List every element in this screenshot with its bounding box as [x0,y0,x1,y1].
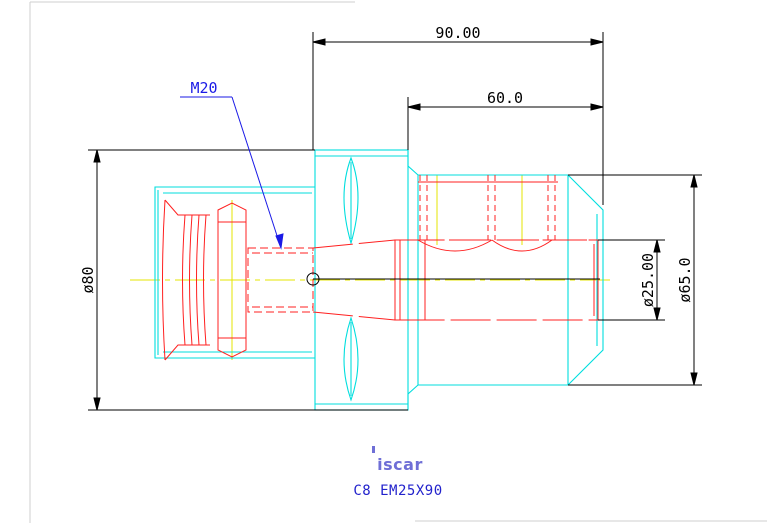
tool-holder-outline [154,149,604,411]
overall-length-label: 90.00 [435,24,480,42]
iscar-logo: iscar [372,446,423,474]
flange-diameter-label: ø80 [79,266,97,293]
bore-diameter-label: ø25.00 [639,253,657,307]
internal-features [162,175,599,361]
thread-callout-label: M20 [190,79,217,97]
centerlines [130,175,610,360]
part-number-label: C8 EM25X90 [353,483,442,499]
sheet-frame [29,1,767,523]
shank-length-label: 60.0 [487,89,523,107]
shank-diameter-label: ø65.0 [676,257,694,302]
thread-leader [180,96,284,250]
svg-text:iscar: iscar [377,455,423,474]
dimension-lines [88,32,702,411]
